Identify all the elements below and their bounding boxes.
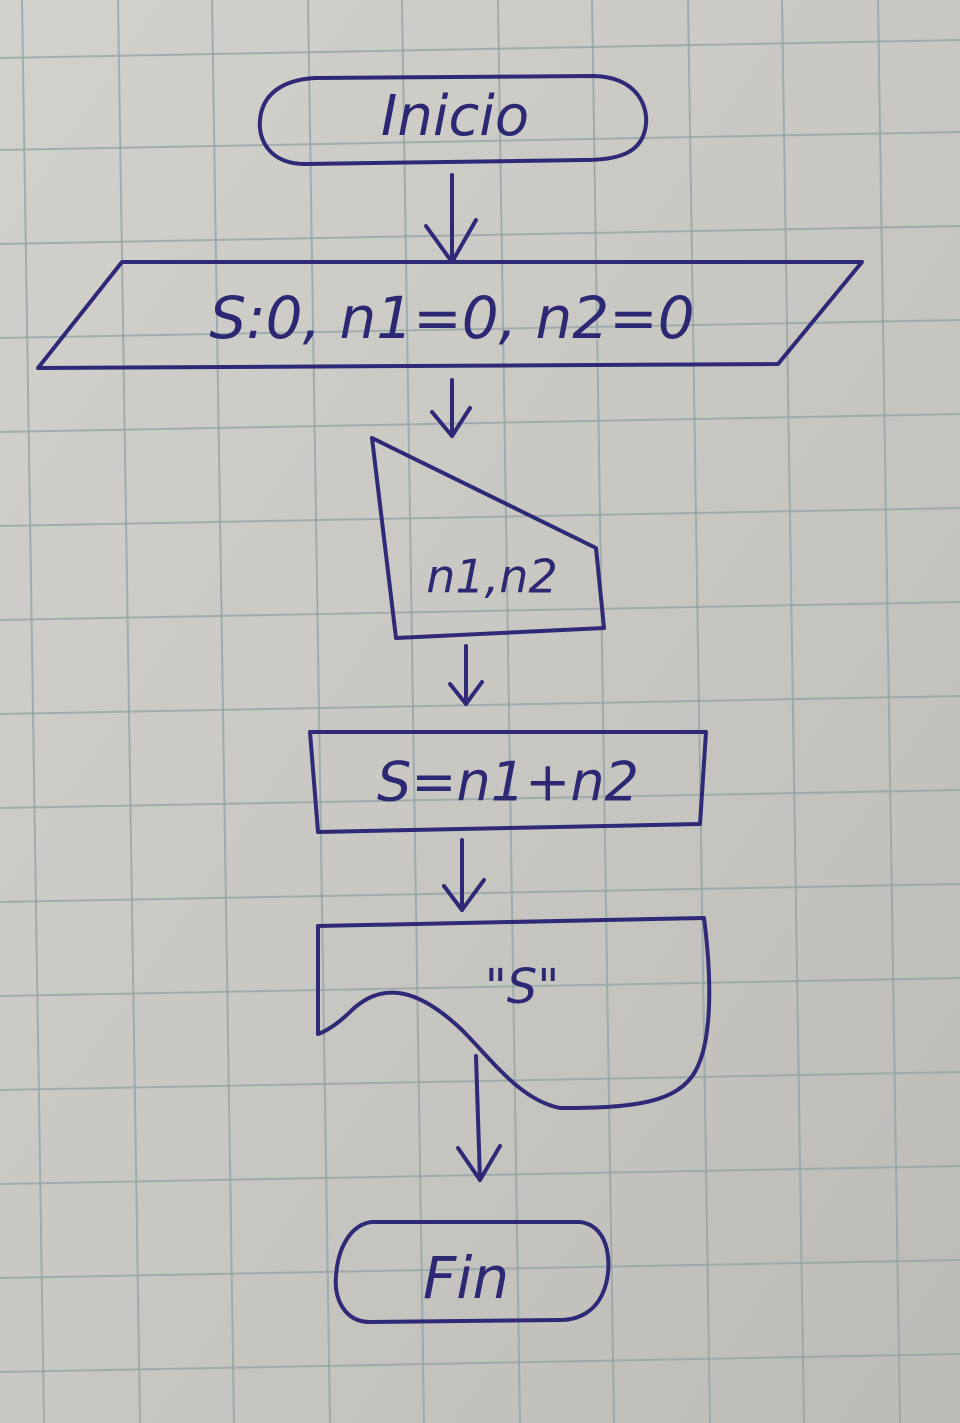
output-document: "S" (316, 916, 712, 1110)
grid-vertical-line (21, 0, 45, 1423)
grid-horizontal-line (0, 1353, 960, 1373)
process-label: S=n1+n2 (377, 751, 639, 814)
grid-horizontal-line (0, 1259, 960, 1279)
end-label: Fin (423, 1244, 509, 1312)
init-label: S:0, n1=0, n2=0 (209, 284, 694, 352)
input-label: n1,n2 (426, 550, 557, 604)
process-block: S=n1+n2 (308, 730, 708, 834)
arrow-init-to-input (430, 378, 472, 438)
start-terminal: Inicio (257, 74, 649, 166)
grid-vertical-line (497, 0, 521, 1423)
start-terminal-shape (257, 74, 649, 166)
grid-horizontal-line (0, 977, 960, 997)
grid-horizontal-line (0, 601, 960, 621)
input-shape (370, 436, 606, 640)
grid-horizontal-line (0, 413, 960, 433)
arrow-process-to-output (442, 838, 486, 912)
init-shape (36, 260, 864, 370)
grid-vertical-line (591, 0, 615, 1423)
init-parallelogram: S:0, n1=0, n2=0 (36, 260, 864, 370)
arrow-input-to-process (448, 644, 484, 706)
arrow-output-to-end (456, 1054, 502, 1182)
grid-vertical-line (877, 0, 901, 1423)
grid-vertical-line (781, 0, 805, 1423)
start-label: Inicio (381, 84, 529, 149)
grid-horizontal-line (0, 225, 960, 245)
grid-horizontal-line (0, 789, 960, 809)
end-terminal: Fin (333, 1220, 611, 1324)
output-label: "S" (485, 959, 560, 1015)
grid-vertical-line (211, 0, 235, 1423)
process-shape (308, 730, 708, 834)
grid-horizontal-line (0, 507, 960, 527)
grid-vertical-line (687, 0, 711, 1423)
grid-horizontal-line (0, 1071, 960, 1091)
grid-horizontal-line (0, 319, 960, 339)
output-shape (316, 916, 712, 1110)
grid-horizontal-line (0, 883, 960, 903)
manual-input-block: n1,n2 (370, 436, 606, 640)
grid-horizontal-line (0, 695, 960, 715)
grid-horizontal-line (0, 131, 960, 151)
end-terminal-shape (333, 1220, 611, 1324)
grid-horizontal-line (0, 39, 960, 59)
